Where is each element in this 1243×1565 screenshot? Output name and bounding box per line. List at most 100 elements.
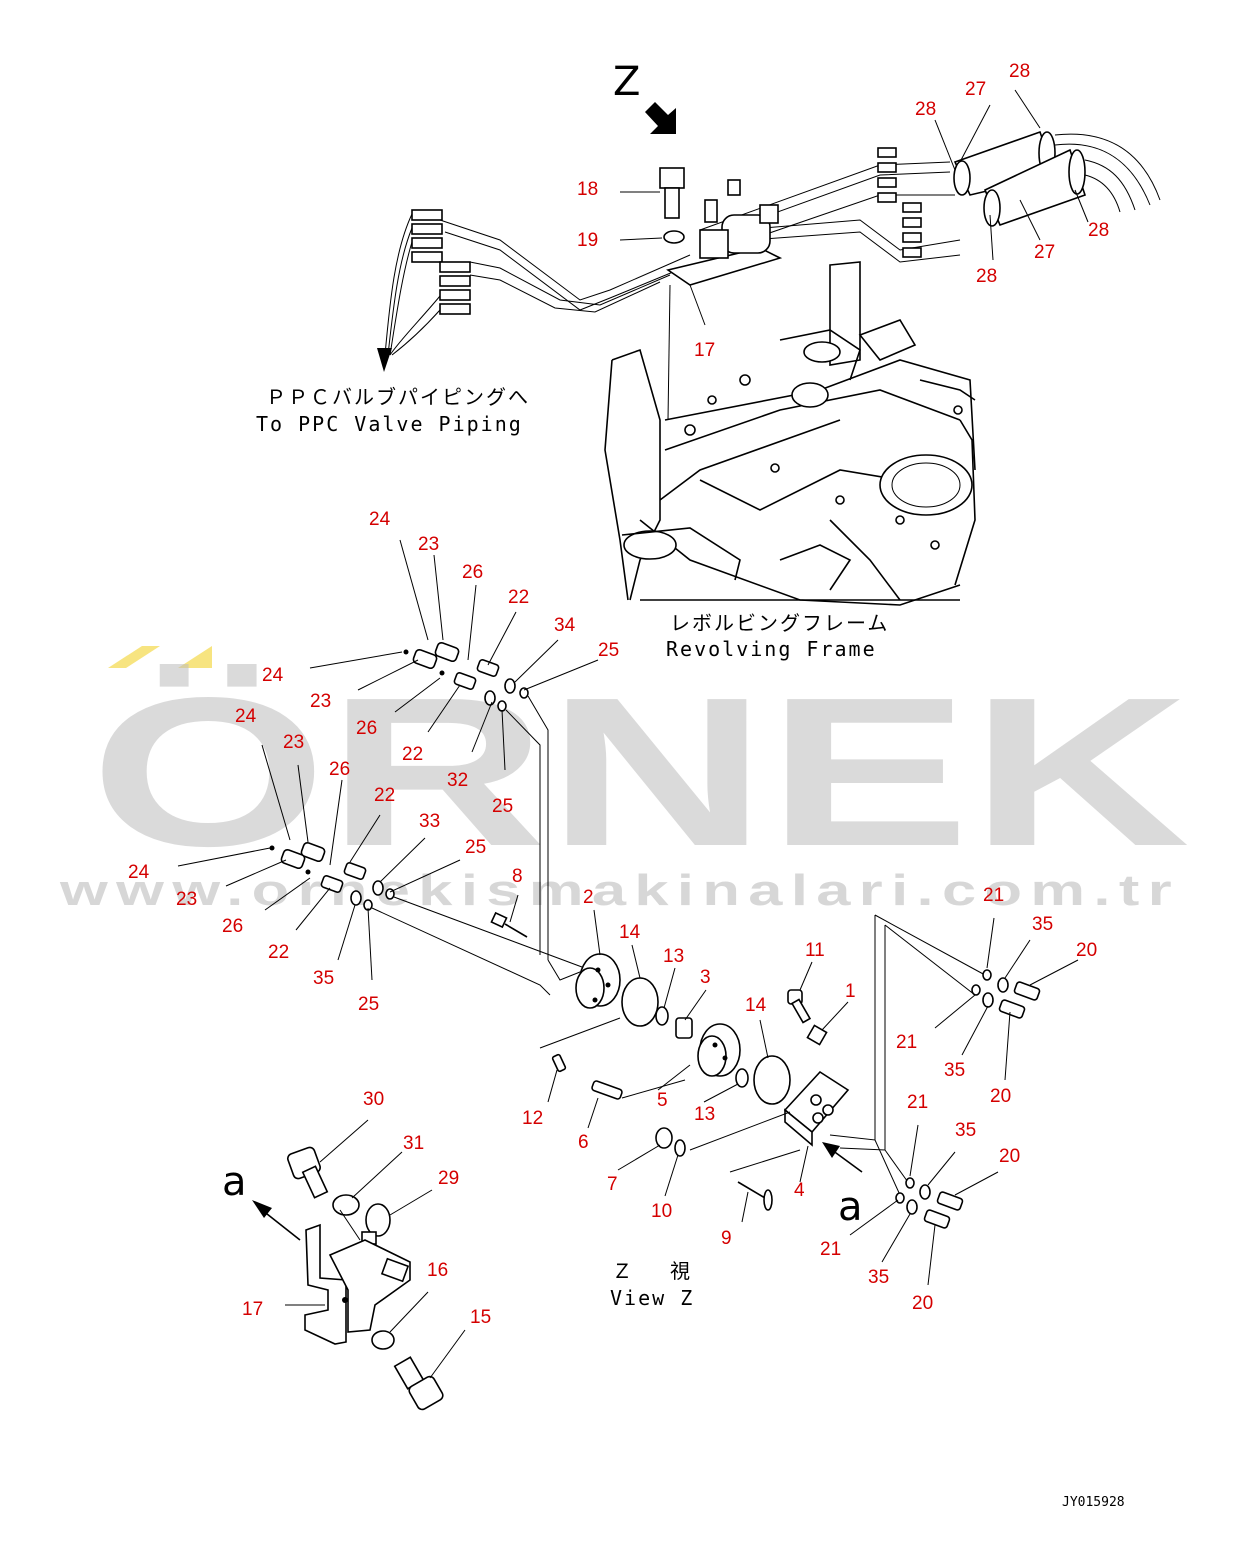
block-4 [783,1070,850,1147]
callout-7: 7 [607,1174,618,1195]
part-2-rotor [575,953,621,1009]
callout-23: 23 [418,534,439,555]
callout-24: 24 [369,509,391,530]
callout-21: 21 [907,1092,928,1113]
callout-26: 26 [462,562,483,583]
callout-20: 20 [912,1293,933,1314]
callout-12: 12 [522,1108,543,1129]
callout-19: 19 [577,230,598,251]
ppc-arrow-icon [377,348,392,372]
callout-30: 30 [363,1089,384,1110]
pin-12 [551,1053,567,1073]
fitting-stack-lower [269,841,591,996]
callout-11: 11 [805,940,825,961]
hose-sleeve-lower [983,148,1087,227]
callout-23: 23 [283,732,304,753]
leader-lines [177,89,1089,1379]
part-5-disk [697,1023,741,1077]
arrow-a-left-icon [252,1200,272,1218]
callout-2: 2 [583,887,594,908]
ppc-label-jp: ＰＰＣバルブパイピングへ [266,385,530,409]
watermark-brand: ÖRNEK [90,653,1190,890]
callout-28: 28 [915,99,936,120]
callout-14: 14 [745,995,767,1016]
bracket-assembly [252,1146,444,1411]
callout-25: 25 [492,796,513,817]
callout-27: 27 [965,79,986,100]
callout-32: 32 [447,770,468,791]
lower-labels: a a Ｚ 視 View Z JY015928 [222,1159,1125,1510]
callout-18: 18 [577,179,598,200]
hose-fittings-right [877,147,922,258]
callout-35: 35 [955,1120,976,1141]
fitting-set-right-lower [895,1177,964,1229]
callout-23: 23 [310,691,331,712]
watermark-url: www.ornekismakinalari.com.tr [59,866,1180,915]
ppc-label-en: To PPC Valve Piping [256,412,523,436]
washer-16 [371,1330,395,1350]
nut-7 [655,1127,673,1149]
callout-24: 24 [128,862,150,883]
callout-22: 22 [268,942,289,963]
callout-22: 22 [402,744,423,765]
callout-24: 24 [235,706,257,727]
view-z-indicator: Z [613,59,676,134]
arrow-a-right-label: a [838,1184,863,1230]
callout-29: 29 [438,1168,459,1189]
callout-31: 31 [403,1133,424,1154]
callout-6: 6 [578,1132,589,1153]
bolt-30 [287,1146,329,1199]
clamp-29 [361,1203,391,1245]
callout-20: 20 [999,1146,1020,1167]
callout-10: 10 [651,1201,672,1222]
callout-21: 21 [983,885,1004,906]
bracket-17 [304,1223,411,1345]
callout-16: 16 [427,1260,448,1281]
callout-35: 35 [313,968,334,989]
watermark-accent-right [178,646,212,668]
frame-label-en: Revolving Frame [666,637,877,661]
arrow-a-left-label: a [222,1159,247,1205]
revolving-frame [604,261,976,606]
callout-35: 35 [944,1060,965,1081]
callout-22: 22 [374,785,395,806]
bolt-15 [393,1356,444,1411]
callout-17: 17 [694,340,715,361]
washer-31 [332,1194,360,1216]
swivel-parts [490,911,986,1211]
callout-26: 26 [356,718,377,739]
callout-25: 25 [598,640,619,661]
bolt-18 [659,167,685,219]
callout-21: 21 [896,1032,917,1053]
view-label-jp: Ｚ 視 [612,1259,692,1283]
washer-19 [663,230,685,244]
solenoid-valve [666,179,783,286]
bolt-8 [490,911,528,938]
bolt-11 [787,989,812,1024]
o-ring-14-lower [753,1055,791,1105]
o-ring-13-lower [735,1068,749,1088]
frame-label-jp: レボルビングフレーム [670,611,889,635]
watermark: ÖRNEK www.ornekismakinalari.com.tr [59,646,1190,915]
callout-13: 13 [663,946,684,967]
upper-labels: ＰＰＣバルブパイピングへ To PPC Valve Piping レボルビングフ… [256,385,889,661]
callout-25: 25 [358,994,379,1015]
callout-27: 27 [1034,242,1055,263]
callout-8: 8 [512,866,523,887]
fitting-9 [737,1181,773,1211]
callout-26: 26 [329,759,350,780]
callout-33: 33 [419,811,440,832]
callout-28: 28 [976,266,997,287]
callout-26: 26 [222,916,243,937]
key-1 [806,1024,828,1046]
callout-28: 28 [1088,220,1109,241]
callout-9: 9 [721,1228,732,1249]
callout-34: 34 [554,615,576,636]
callout-1: 1 [845,981,856,1002]
callout-28: 28 [1009,61,1030,82]
callout-25: 25 [465,837,486,858]
drawing-code: JY015928 [1062,1495,1125,1510]
callout-5: 5 [657,1090,668,1111]
fitting-set-right-upper [971,969,1041,1019]
